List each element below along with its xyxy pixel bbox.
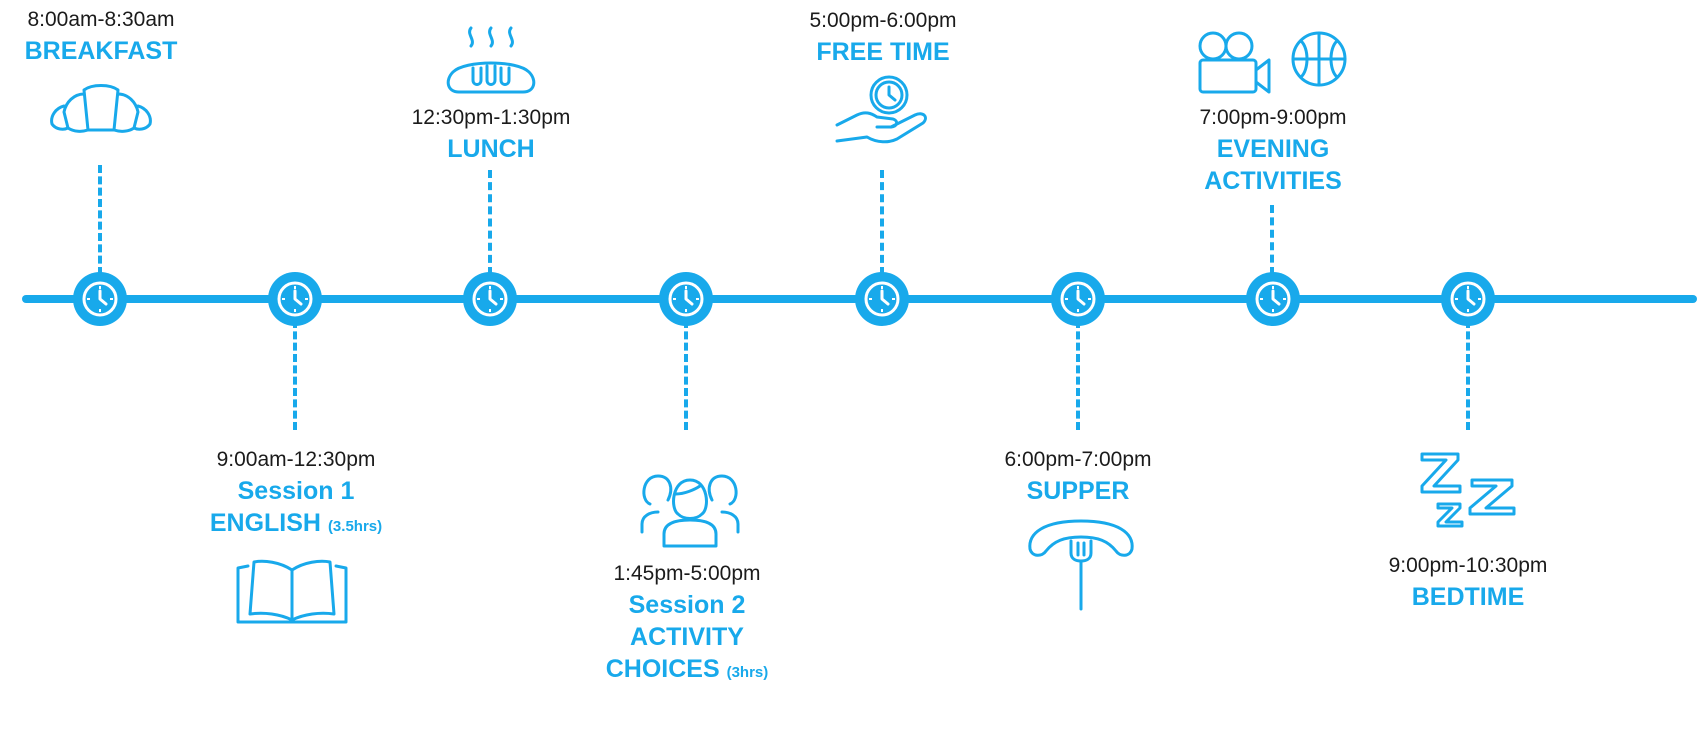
event-title: LUNCH bbox=[447, 135, 535, 163]
group-of-people-icon bbox=[634, 470, 746, 548]
croissant-icon bbox=[46, 82, 156, 138]
clock-node-evening-activities bbox=[1246, 272, 1300, 326]
event-time: 8:00am-8:30am bbox=[27, 8, 175, 31]
movie-camera-and-basketball-icon bbox=[1197, 30, 1349, 96]
event-title-line-2: ENGLISH (3.5hrs) bbox=[136, 507, 456, 543]
event-duration-note: (3hrs) bbox=[726, 664, 769, 681]
event-supper: 6:00pm-7:00pm SUPPER bbox=[918, 445, 1238, 507]
event-lunch: 12:30pm-1:30pm LUNCH bbox=[331, 103, 651, 165]
steaming-bread-icon bbox=[443, 26, 539, 98]
connector-evening-activities bbox=[1270, 205, 1274, 275]
event-bedtime: 9:00pm-10:30pm BEDTIME bbox=[1308, 551, 1628, 613]
clock-node-free-time bbox=[855, 272, 909, 326]
event-time: 5:00pm-6:00pm bbox=[809, 9, 957, 32]
sausage-on-fork-icon bbox=[1024, 513, 1138, 611]
event-title: FREE TIME bbox=[816, 38, 950, 66]
event-breakfast: 8:00am-8:30am BREAKFAST bbox=[0, 5, 261, 67]
event-time: 7:00pm-9:00pm bbox=[1199, 106, 1347, 129]
clock-node-session-2 bbox=[659, 272, 713, 326]
event-title: BREAKFAST bbox=[24, 37, 178, 65]
clock-node-lunch bbox=[463, 272, 517, 326]
connector-free-time bbox=[880, 170, 884, 275]
open-book-icon bbox=[234, 556, 350, 626]
clock-node-bedtime bbox=[1441, 272, 1495, 326]
connector-breakfast bbox=[98, 165, 102, 275]
connector-bedtime bbox=[1466, 320, 1470, 430]
event-session-1: 9:00am-12:30pm Session 1 ENGLISH (3.5hrs… bbox=[136, 445, 456, 543]
connector-supper bbox=[1076, 320, 1080, 430]
clock-node-breakfast bbox=[73, 272, 127, 326]
event-time: 6:00pm-7:00pm bbox=[1004, 448, 1152, 471]
event-title-line-1: Session 2 bbox=[628, 591, 746, 619]
connector-lunch bbox=[488, 170, 492, 275]
connector-session-1 bbox=[293, 320, 297, 430]
event-title-line-2: ACTIVITY bbox=[630, 623, 744, 651]
event-duration-note: (3.5hrs) bbox=[327, 518, 383, 535]
event-evening-activities: 7:00pm-9:00pm EVENING ACTIVITIES bbox=[1113, 103, 1433, 197]
event-time: 12:30pm-1:30pm bbox=[411, 106, 571, 129]
event-title-text: CHOICES bbox=[605, 655, 720, 683]
hand-holding-clock-icon bbox=[835, 75, 935, 155]
event-title-text: ENGLISH bbox=[209, 509, 321, 537]
event-time: 9:00pm-10:30pm bbox=[1388, 554, 1548, 577]
sleep-zzz-icon bbox=[1418, 450, 1518, 530]
clock-node-session-1 bbox=[268, 272, 322, 326]
connector-session-2 bbox=[684, 320, 688, 430]
event-title-line-2: ACTIVITIES bbox=[1204, 167, 1342, 195]
event-time: 1:45pm-5:00pm bbox=[613, 562, 761, 585]
clock-node-supper bbox=[1051, 272, 1105, 326]
event-title: SUPPER bbox=[1026, 477, 1130, 505]
event-title: BEDTIME bbox=[1411, 583, 1525, 611]
event-title-line-1: EVENING bbox=[1216, 135, 1330, 163]
event-time: 9:00am-12:30pm bbox=[216, 448, 376, 471]
event-title-line-3: CHOICES (3hrs) bbox=[527, 653, 847, 689]
event-title-line-1: Session 1 bbox=[237, 477, 355, 505]
event-session-2: 1:45pm-5:00pm Session 2 ACTIVITY CHOICES… bbox=[527, 559, 847, 689]
event-free-time: 5:00pm-6:00pm FREE TIME bbox=[723, 6, 1043, 68]
